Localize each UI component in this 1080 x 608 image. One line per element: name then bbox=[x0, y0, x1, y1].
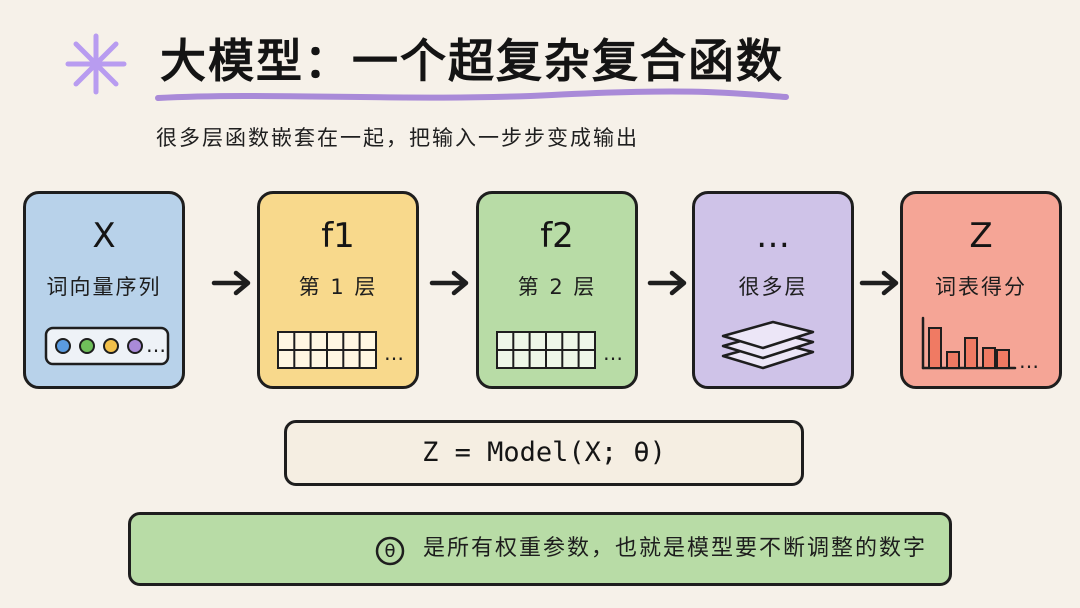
stage-symbol: f1 bbox=[321, 216, 355, 256]
title-underline bbox=[155, 88, 789, 101]
score-bar bbox=[996, 349, 1010, 369]
parameter-note-text: 是所有权重参数，也就是模型要不断调整的数字 bbox=[423, 536, 928, 561]
page-subtitle: 很多层函数嵌套在一起，把输入一步步变成输出 bbox=[156, 126, 639, 150]
stage-label: 第 1 层 bbox=[298, 275, 378, 299]
stage-card-many-layers: … 很多层 bbox=[692, 191, 854, 389]
stage-symbol: f2 bbox=[540, 216, 574, 256]
score-bar bbox=[964, 337, 978, 369]
token-dot bbox=[103, 338, 119, 354]
flow-arrow-icon bbox=[211, 270, 251, 296]
sparkle-icon bbox=[65, 33, 127, 95]
ellipsis: … bbox=[384, 341, 404, 365]
stage-symbol: Z bbox=[969, 216, 993, 256]
stage-label: 词表得分 bbox=[935, 275, 1027, 299]
token-sequence-graphic: … bbox=[44, 326, 170, 366]
model-formula: Z = Model(X; θ) bbox=[284, 420, 804, 486]
theta-badge-icon: θ bbox=[375, 536, 405, 566]
weight-grid-graphic: … bbox=[277, 331, 404, 369]
stage-label: 词向量序列 bbox=[46, 275, 162, 299]
stage-label: 很多层 bbox=[738, 275, 808, 299]
score-bar bbox=[982, 347, 996, 369]
stage-card-input: X 词向量序列 … bbox=[23, 191, 185, 389]
token-dot bbox=[55, 338, 71, 354]
ellipsis: … bbox=[603, 341, 623, 365]
score-bar bbox=[928, 327, 942, 369]
stage-label: 第 2 层 bbox=[517, 275, 597, 299]
token-dot bbox=[79, 338, 95, 354]
ellipsis: … bbox=[146, 333, 166, 357]
theta-symbol: θ bbox=[384, 541, 395, 562]
stage-symbol: X bbox=[92, 216, 116, 256]
score-bars-icon: … bbox=[921, 316, 1039, 373]
stage-card-layer-1: f1 第 1 层 … bbox=[257, 191, 419, 389]
flow-arrow-icon bbox=[429, 270, 469, 296]
flow-arrow-icon bbox=[647, 270, 687, 296]
flow-arrow-icon bbox=[859, 270, 899, 296]
weight-grid-graphic: … bbox=[496, 331, 623, 369]
parameter-note: θ 是所有权重参数，也就是模型要不断调整的数字 bbox=[128, 512, 952, 586]
stage-symbol: … bbox=[756, 216, 790, 256]
page-title: 大模型：一个超复杂复合函数 bbox=[160, 34, 784, 88]
stage-card-output: Z 词表得分 … bbox=[900, 191, 1062, 389]
stage-card-layer-2: f2 第 2 层 … bbox=[476, 191, 638, 389]
stacked-layers-icon bbox=[721, 320, 815, 370]
score-bar bbox=[946, 351, 960, 369]
ellipsis: … bbox=[1019, 349, 1039, 373]
token-dot bbox=[127, 338, 143, 354]
